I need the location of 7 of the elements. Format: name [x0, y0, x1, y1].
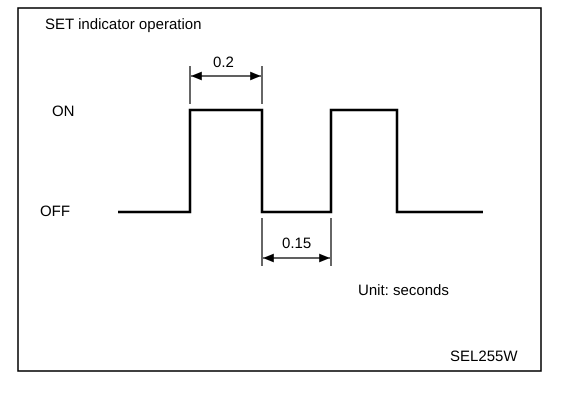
unit-note: Unit: seconds [358, 282, 449, 300]
dimension-value: 0.2 [213, 54, 234, 72]
state-label: OFF [40, 203, 70, 221]
diagram-title: SET indicator operation [45, 16, 202, 34]
figure-code: SEL255W [450, 348, 518, 366]
dimension-value: 0.15 [282, 235, 312, 253]
state-label: ON [52, 103, 74, 121]
